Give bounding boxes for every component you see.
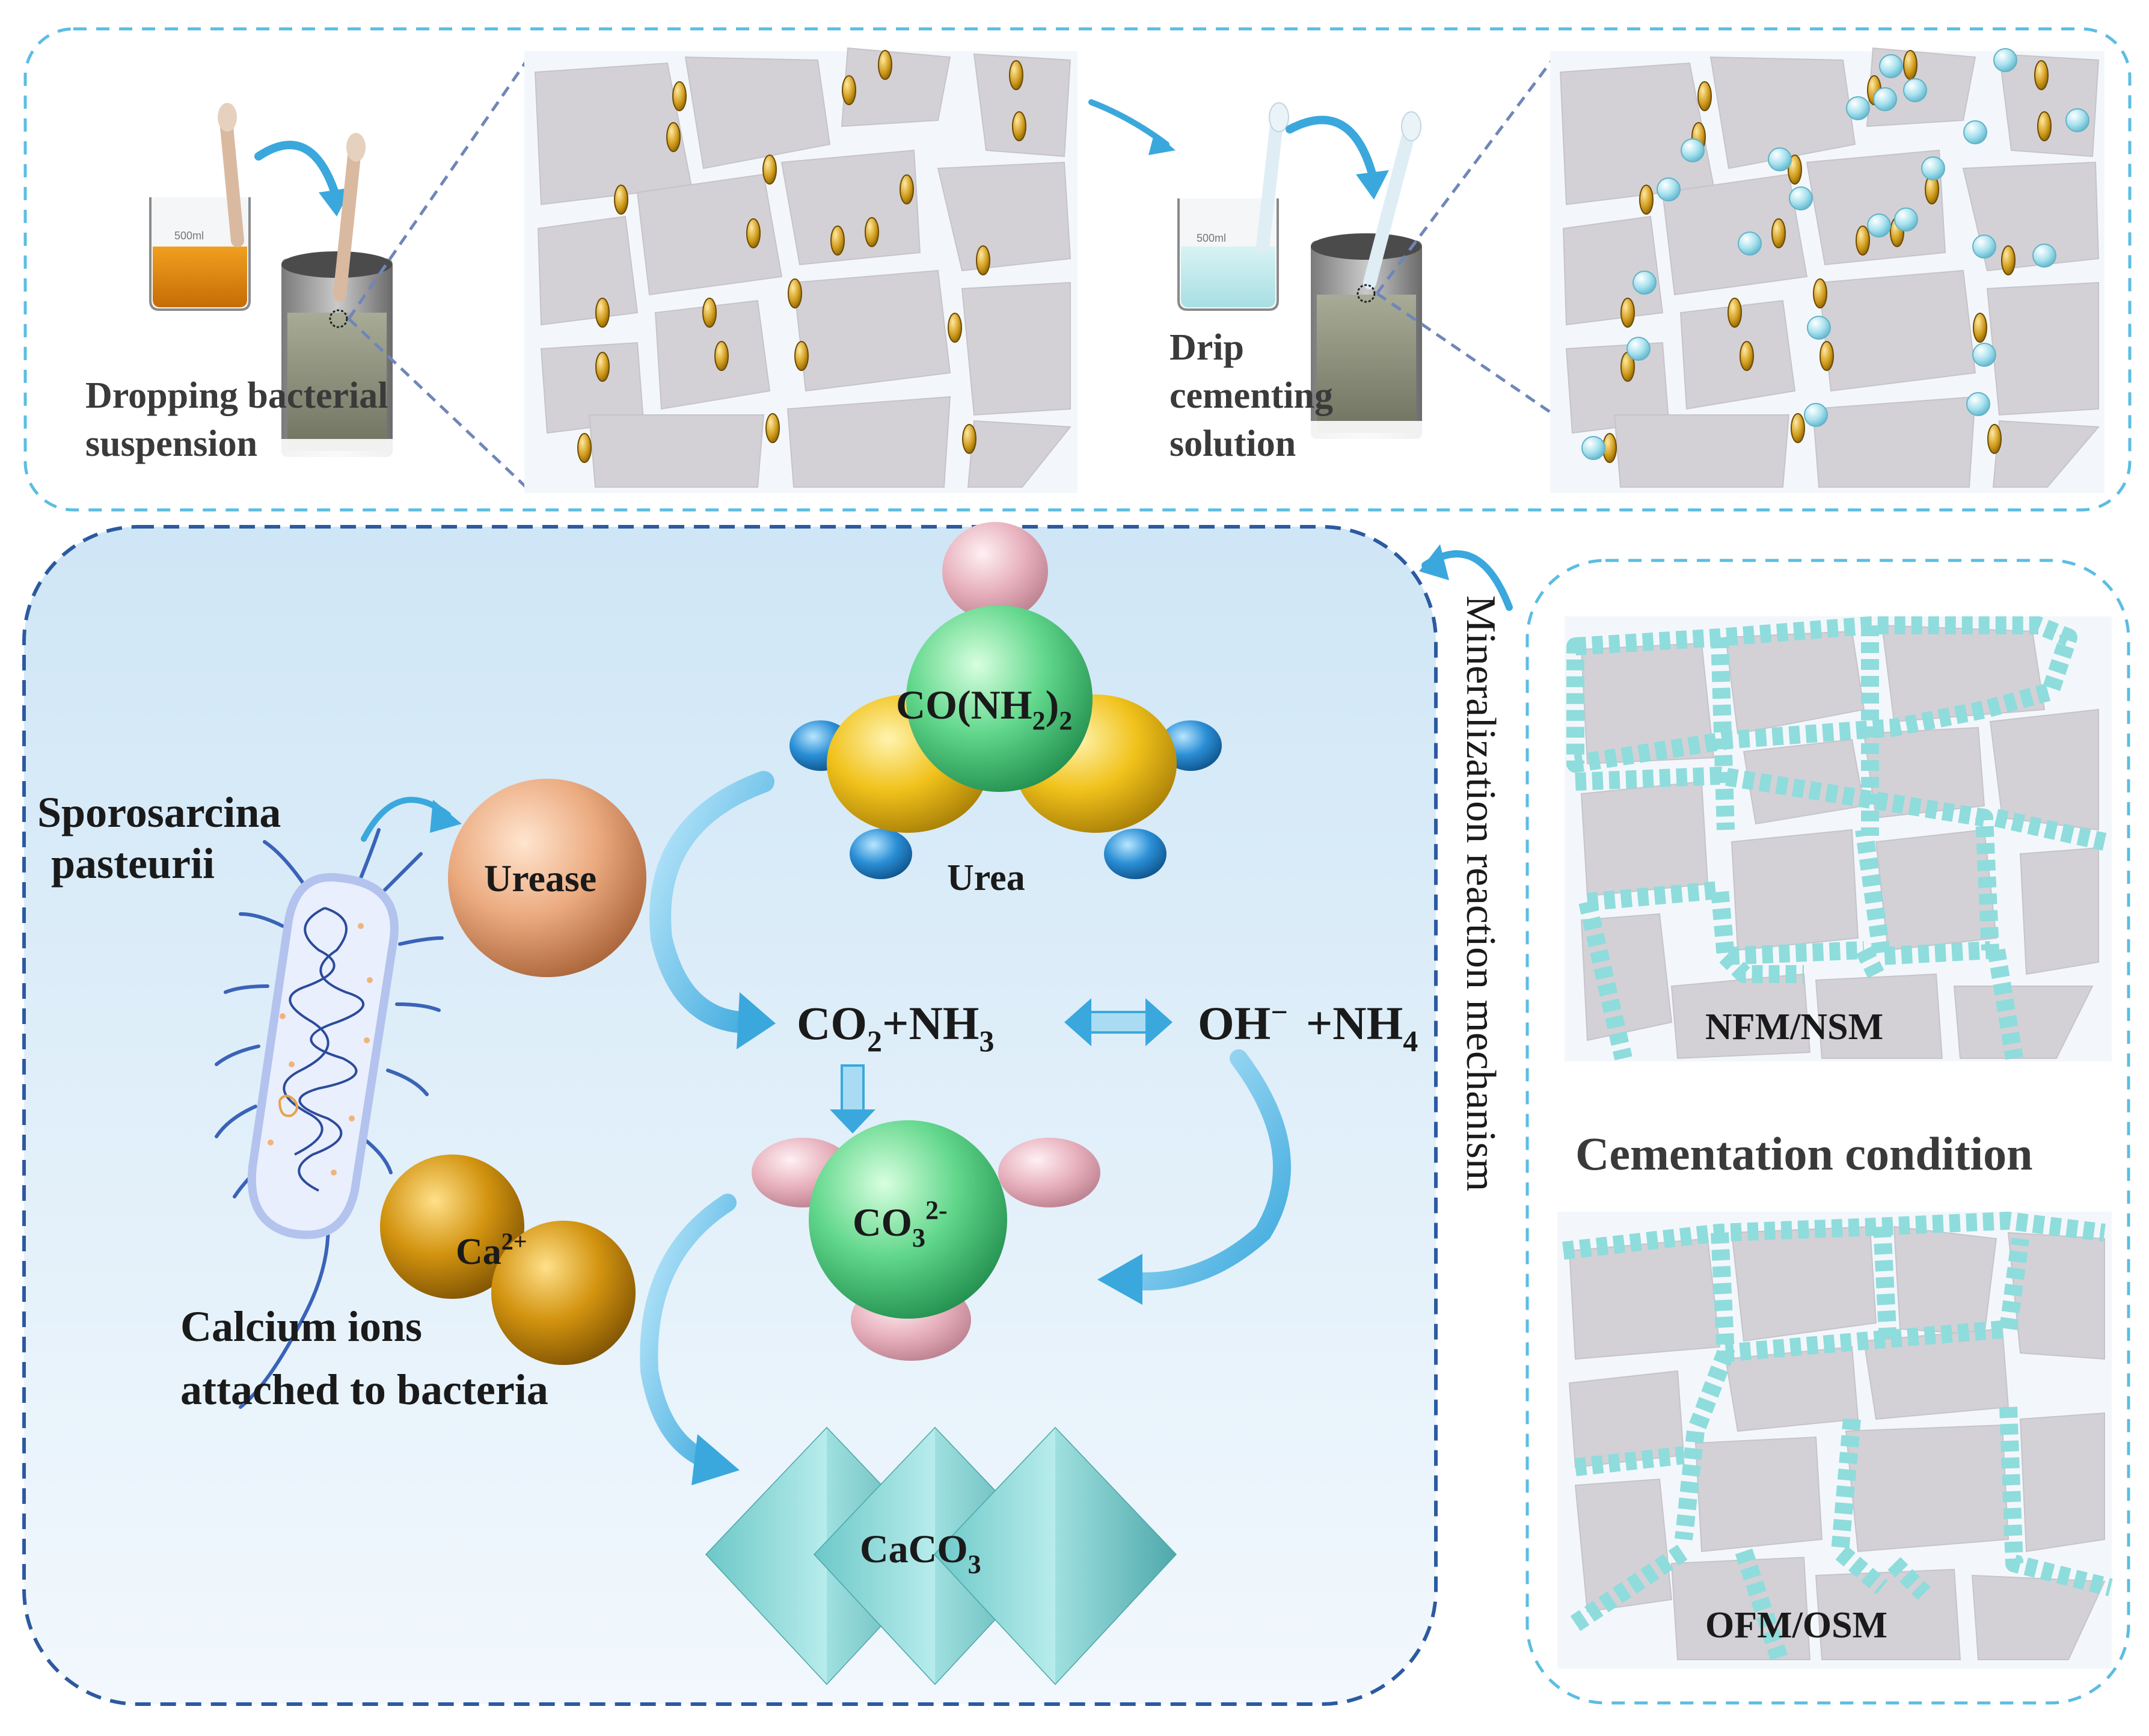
zoom-line-1b — [348, 317, 530, 491]
precipitation-arrow-head — [691, 1434, 740, 1485]
cementation-condition-title: Cementation condition — [1575, 1127, 2033, 1180]
nfm-nsm-view — [1565, 616, 2112, 1061]
bacterium-label-line1: Sporosarcina — [37, 788, 281, 836]
urease-enzyme — [448, 779, 646, 977]
zoom-line-2a — [1376, 56, 1556, 295]
step1-label-line2: suspension — [85, 423, 257, 464]
beaker-bacterial-suspension: 500ml — [149, 197, 251, 311]
calcium-caption-line2: attached to bacteria — [180, 1366, 548, 1414]
bacterium-label-line2: pasteurii — [51, 839, 215, 888]
urease-label: Urease — [484, 857, 596, 900]
pore-view-bacteria — [524, 47, 1078, 493]
urea-molecule — [789, 522, 1222, 879]
step2-label-line3: solution — [1170, 423, 1296, 464]
hydroxide-arrow-head — [1097, 1254, 1142, 1305]
hydroxide-ammonium: OH−+NH4 — [1198, 995, 1418, 1058]
ofm-osm-label: OFM/OSM — [1705, 1605, 1887, 1646]
pore-view-cementing — [1550, 47, 2105, 493]
beaker-volume-2: 500ml — [1197, 232, 1226, 244]
calcium-label: Ca2+ — [456, 1228, 527, 1272]
nfm-nsm-label: NFM/NSM — [1705, 1007, 1883, 1047]
step1-label-line1: Dropping bacterial — [85, 375, 388, 416]
step2-label-line1: Drip — [1170, 327, 1244, 368]
calcite-crystals — [705, 1426, 1177, 1685]
pour-arrow-2 — [1286, 115, 1378, 185]
soil-jar-2 — [1311, 111, 1422, 457]
calcium-ions — [380, 1155, 636, 1365]
precipitation-arrow — [640, 1194, 737, 1470]
bacterium-urease-arrow-head — [430, 800, 462, 833]
calcite-formula: CaCO3 — [860, 1527, 981, 1579]
urea-formula: CO(NH2)2 — [896, 682, 1072, 735]
down-arrow — [830, 1064, 875, 1133]
mechanism-side-title: Mineralization reaction mechanism — [1458, 595, 1504, 1191]
calcium-caption-line1: Calcium ions — [180, 1302, 422, 1351]
dropper-2 — [1256, 102, 1289, 253]
feedback-arrow-head — [1419, 544, 1449, 580]
products-formula: CO2+NH3 — [797, 997, 994, 1058]
bacterium-cell — [215, 828, 444, 1409]
soil-jar-1 — [281, 133, 393, 469]
process-arrow-head — [1148, 132, 1176, 155]
beaker-volume-1: 500ml — [174, 230, 204, 242]
urea-label: Urea — [947, 857, 1025, 898]
pour-arrow-1 — [254, 141, 341, 203]
carbonate-formula: CO32- — [853, 1195, 948, 1253]
dropper-1 — [218, 103, 244, 247]
pour-arrow-2-head — [1356, 170, 1389, 200]
hydroxide-arrow — [1121, 1049, 1291, 1290]
urea-hydrolysis-arrow — [649, 771, 774, 1033]
urea-hydrolysis-arrow-head — [737, 992, 776, 1049]
step2-label-line2: cementing — [1170, 375, 1333, 416]
ofm-osm-view — [1557, 1212, 2113, 1669]
carbonate-ion — [752, 1120, 1100, 1361]
equilibrium-arrow — [1064, 998, 1173, 1046]
beaker-cementing-solution: 500ml — [1177, 198, 1279, 311]
